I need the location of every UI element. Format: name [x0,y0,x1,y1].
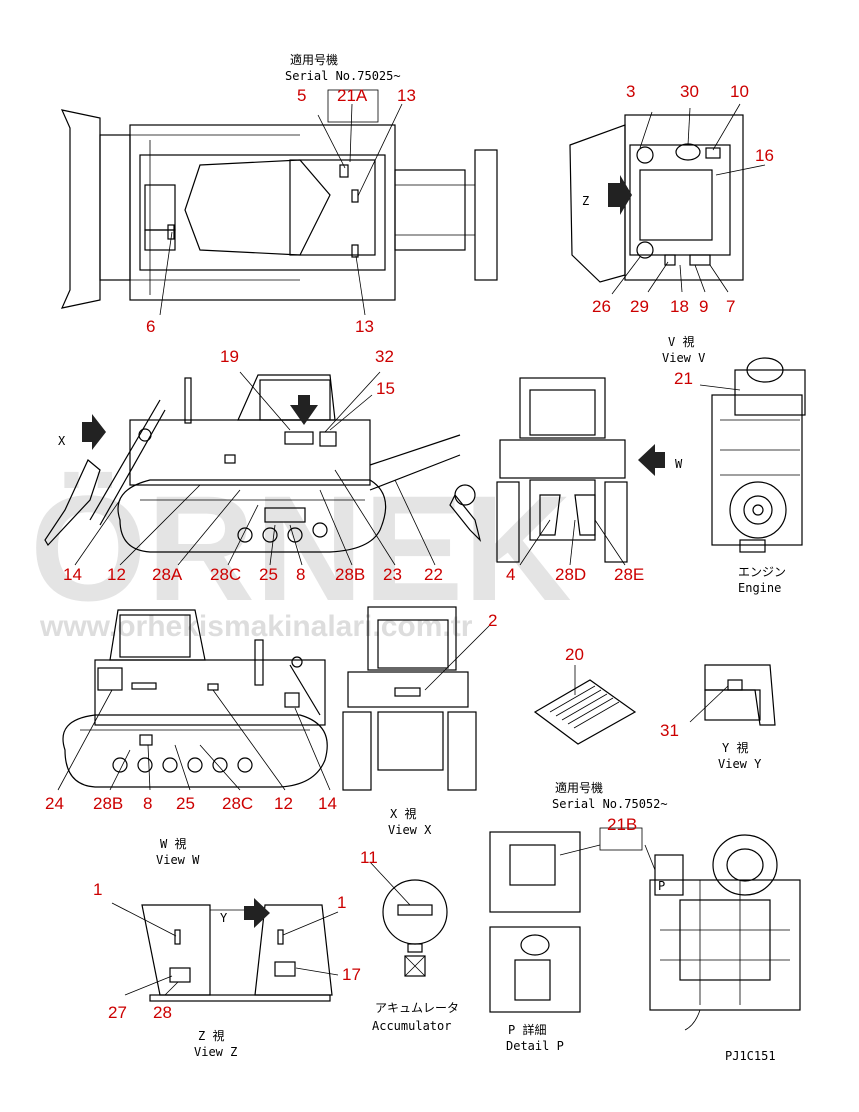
serial-bottom-jp: 適用号機 [555,780,603,795]
callout-17: 17 [342,965,361,984]
detail-p [489,827,643,1013]
callout-2: 2 [488,611,497,630]
serial-top-jp: 適用号機 [290,52,338,67]
serial-bottom-en: Serial No.75052~ [552,797,668,811]
callout-25b: 25 [176,794,195,813]
view-y-en: View Y [718,757,762,771]
view-w-en: View W [156,853,200,867]
serial-top-en: Serial No.75025~ [285,69,401,83]
callout-11: 11 [360,848,378,867]
callout-21a: 21A [337,86,368,105]
callout-21b: 21B [607,815,637,834]
decal-sheet [533,665,637,745]
callout-9: 9 [699,297,708,316]
view-w-part [111,898,339,1002]
view-w-jp: W 視 [160,836,186,851]
view-y-jp: Y 視 [722,740,748,755]
callout-27: 27 [108,1003,127,1022]
accumulator-part [369,861,448,977]
callout-1a: 1 [93,880,102,899]
drawing-number: PJ1C151 [725,1049,776,1063]
callout-19: 19 [220,347,239,366]
callout-22: 22 [424,565,443,584]
arrow-letter-x: X [58,434,66,448]
callout-10: 10 [730,82,749,101]
callout-28a: 28A [152,565,183,584]
dozer-side-view [44,371,482,566]
callout-20: 20 [565,645,584,664]
view-x-en: View X [388,823,432,837]
view-x-jp: X 視 [390,806,416,821]
detail-p-jp: P 詳細 [508,1022,546,1037]
callout-23: 23 [383,565,402,584]
callout-4: 4 [506,565,515,584]
watermark-logo: ÖRNEK [30,464,572,632]
dozer-front-view [342,606,491,791]
engine-view [699,357,806,553]
callout-25a: 25 [259,565,278,584]
detail-p-en: Detail P [506,1039,564,1053]
callout-28c-b: 28C [222,794,253,813]
callout-28d: 28D [555,565,586,584]
callout-14b: 14 [318,794,337,813]
view-v-jp: V 視 [668,334,694,349]
view-y-part [689,664,776,726]
callout-14a: 14 [63,565,82,584]
arrow-letter-w: W [675,457,683,471]
callout-28: 28 [153,1003,172,1022]
callout-28b-a: 28B [335,565,365,584]
callout-16: 16 [755,146,774,165]
callout-13a: 13 [397,86,416,105]
callout-30: 30 [680,82,699,101]
accumulator-en: Accumulator [372,1019,451,1033]
callout-12a: 12 [107,565,126,584]
view-v-en: View V [662,351,705,365]
callout-5: 5 [297,86,306,105]
dozer-side-view-2 [57,609,331,791]
callout-13b: 13 [355,317,374,336]
callout-12b: 12 [274,794,293,813]
arrow-letter-y: Y [220,911,228,925]
callout-28b-b: 28B [93,794,123,813]
watermark-url: www.orhekismakinalari.com.tr [39,610,473,643]
callout-24: 24 [45,794,64,813]
engine-en: Engine [738,581,781,595]
view-z-en: View Z [194,1045,237,1059]
callout-31: 31 [660,721,679,740]
callout-1b: 1 [337,893,346,912]
arrow-letter-z: Z [582,194,589,208]
engine-jp: エンジン [738,565,786,579]
callout-26: 26 [592,297,611,316]
callout-28c-a: 28C [210,565,241,584]
callout-labels: 5 21A 13 6 13 3 30 10 16 26 29 18 9 7 19… [45,82,774,1022]
callout-7: 7 [726,297,735,316]
callout-28e: 28E [614,565,644,584]
callout-8b: 8 [143,794,152,813]
view-z-jp: Z 視 [198,1028,224,1043]
callout-6: 6 [146,317,155,336]
callout-3: 3 [626,82,635,101]
callout-21: 21 [674,369,693,388]
cab-rear-view [569,103,766,295]
callout-8a: 8 [296,565,305,584]
callout-15: 15 [376,379,395,398]
callout-18: 18 [670,297,689,316]
dozer-rear-view [496,377,665,566]
engine-view-2 [644,834,801,1031]
accumulator-jp: アキュムレータ [375,1001,459,1015]
callout-29: 29 [630,297,649,316]
dozer-top-view [60,89,498,316]
arrow-letter-p: P [658,879,665,893]
callout-32: 32 [375,347,394,366]
